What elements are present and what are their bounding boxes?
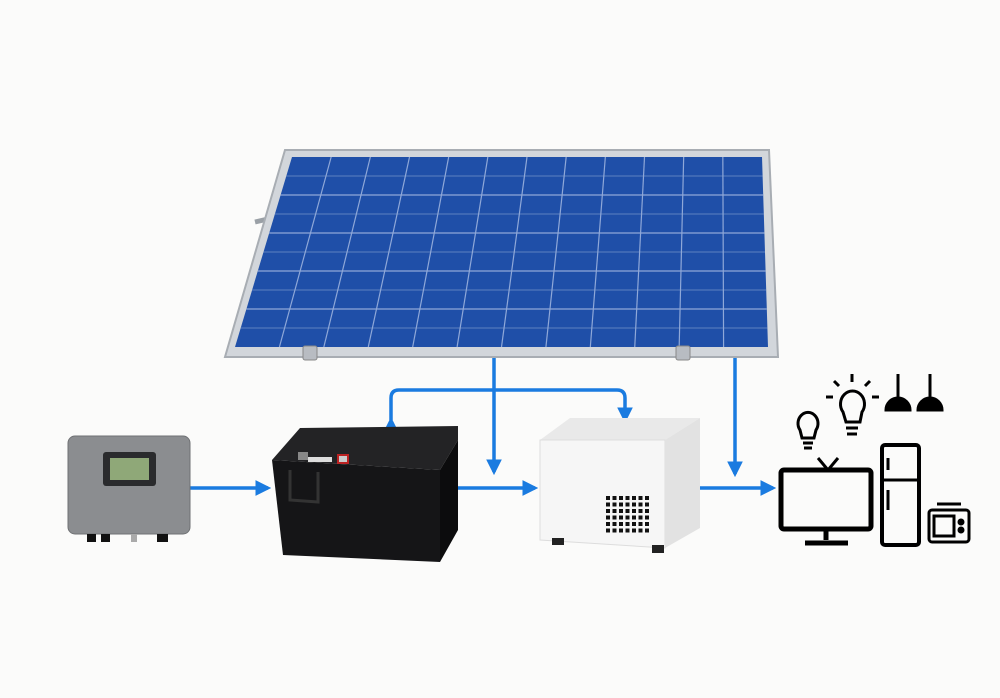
light-bulb-icon	[796, 410, 820, 450]
vent-hole	[638, 502, 643, 507]
vent-hole	[606, 528, 610, 533]
vent-hole	[645, 528, 649, 533]
vent-hole	[632, 496, 636, 500]
vent-hole	[606, 522, 610, 526]
tv-icon	[778, 457, 874, 546]
microwave-icon	[927, 502, 971, 544]
panel-cell-divider	[545, 156, 567, 348]
vent-hole	[638, 528, 643, 533]
inverter-icon	[539, 418, 700, 553]
vent-hole	[638, 522, 643, 526]
battery-icon	[272, 426, 458, 562]
vent-hole	[632, 509, 636, 513]
vent-hole	[619, 515, 623, 520]
vent-hole	[632, 528, 636, 533]
vent-hole	[612, 522, 617, 526]
arrow-battery-inverter-loop	[383, 388, 633, 433]
vent-hole	[632, 515, 636, 520]
vent-hole	[612, 515, 617, 520]
pendant-lamp-icon	[884, 374, 912, 412]
vent-hole	[638, 509, 643, 513]
vent-hole	[612, 509, 617, 513]
vent-hole	[632, 522, 636, 526]
vent-hole	[606, 509, 610, 513]
panel-cell-divider	[722, 156, 725, 348]
panel-cell-divider	[367, 156, 411, 348]
panel-cell-divider	[634, 156, 646, 348]
vent-hole	[606, 515, 610, 520]
vent-hole	[625, 528, 630, 533]
vent-hole	[645, 509, 649, 513]
vent-hole	[645, 502, 649, 507]
refrigerator-icon	[880, 443, 921, 547]
flow-arrows	[190, 358, 777, 496]
charge-controller-icon	[67, 435, 191, 542]
appliances-icon	[778, 374, 971, 547]
vent-hole	[645, 496, 649, 500]
panel-cell-divider	[323, 156, 371, 348]
panel-cell-divider	[589, 156, 606, 348]
vent-hole	[645, 522, 649, 526]
vent-hole	[606, 502, 610, 507]
panel-cell-divider	[456, 156, 489, 348]
vent-hole	[606, 496, 610, 500]
pendant-lamp-icon	[916, 374, 944, 412]
panel-cell-divider	[500, 156, 528, 348]
vent-hole	[625, 522, 630, 526]
vent-hole	[612, 502, 617, 507]
panel-cell-divider	[678, 156, 685, 348]
vent-hole	[645, 515, 649, 520]
vent-hole	[625, 502, 630, 507]
vent-hole	[612, 528, 617, 533]
vent-hole	[619, 496, 623, 500]
vent-hole	[625, 496, 630, 500]
light-bulb-icon	[826, 374, 879, 436]
vent-hole	[638, 515, 643, 520]
panel-cell-divider	[412, 156, 450, 348]
vent-hole	[619, 522, 623, 526]
vent-hole	[619, 528, 623, 533]
vent-hole	[638, 496, 643, 500]
panel-cell-divider	[278, 156, 332, 348]
vent-hole	[625, 515, 630, 520]
vent-hole	[619, 509, 623, 513]
vent-hole	[632, 502, 636, 507]
vent-hole	[619, 502, 623, 507]
vent-hole	[625, 509, 630, 513]
vent-hole	[612, 496, 617, 500]
solar-panel-icon	[223, 149, 780, 361]
